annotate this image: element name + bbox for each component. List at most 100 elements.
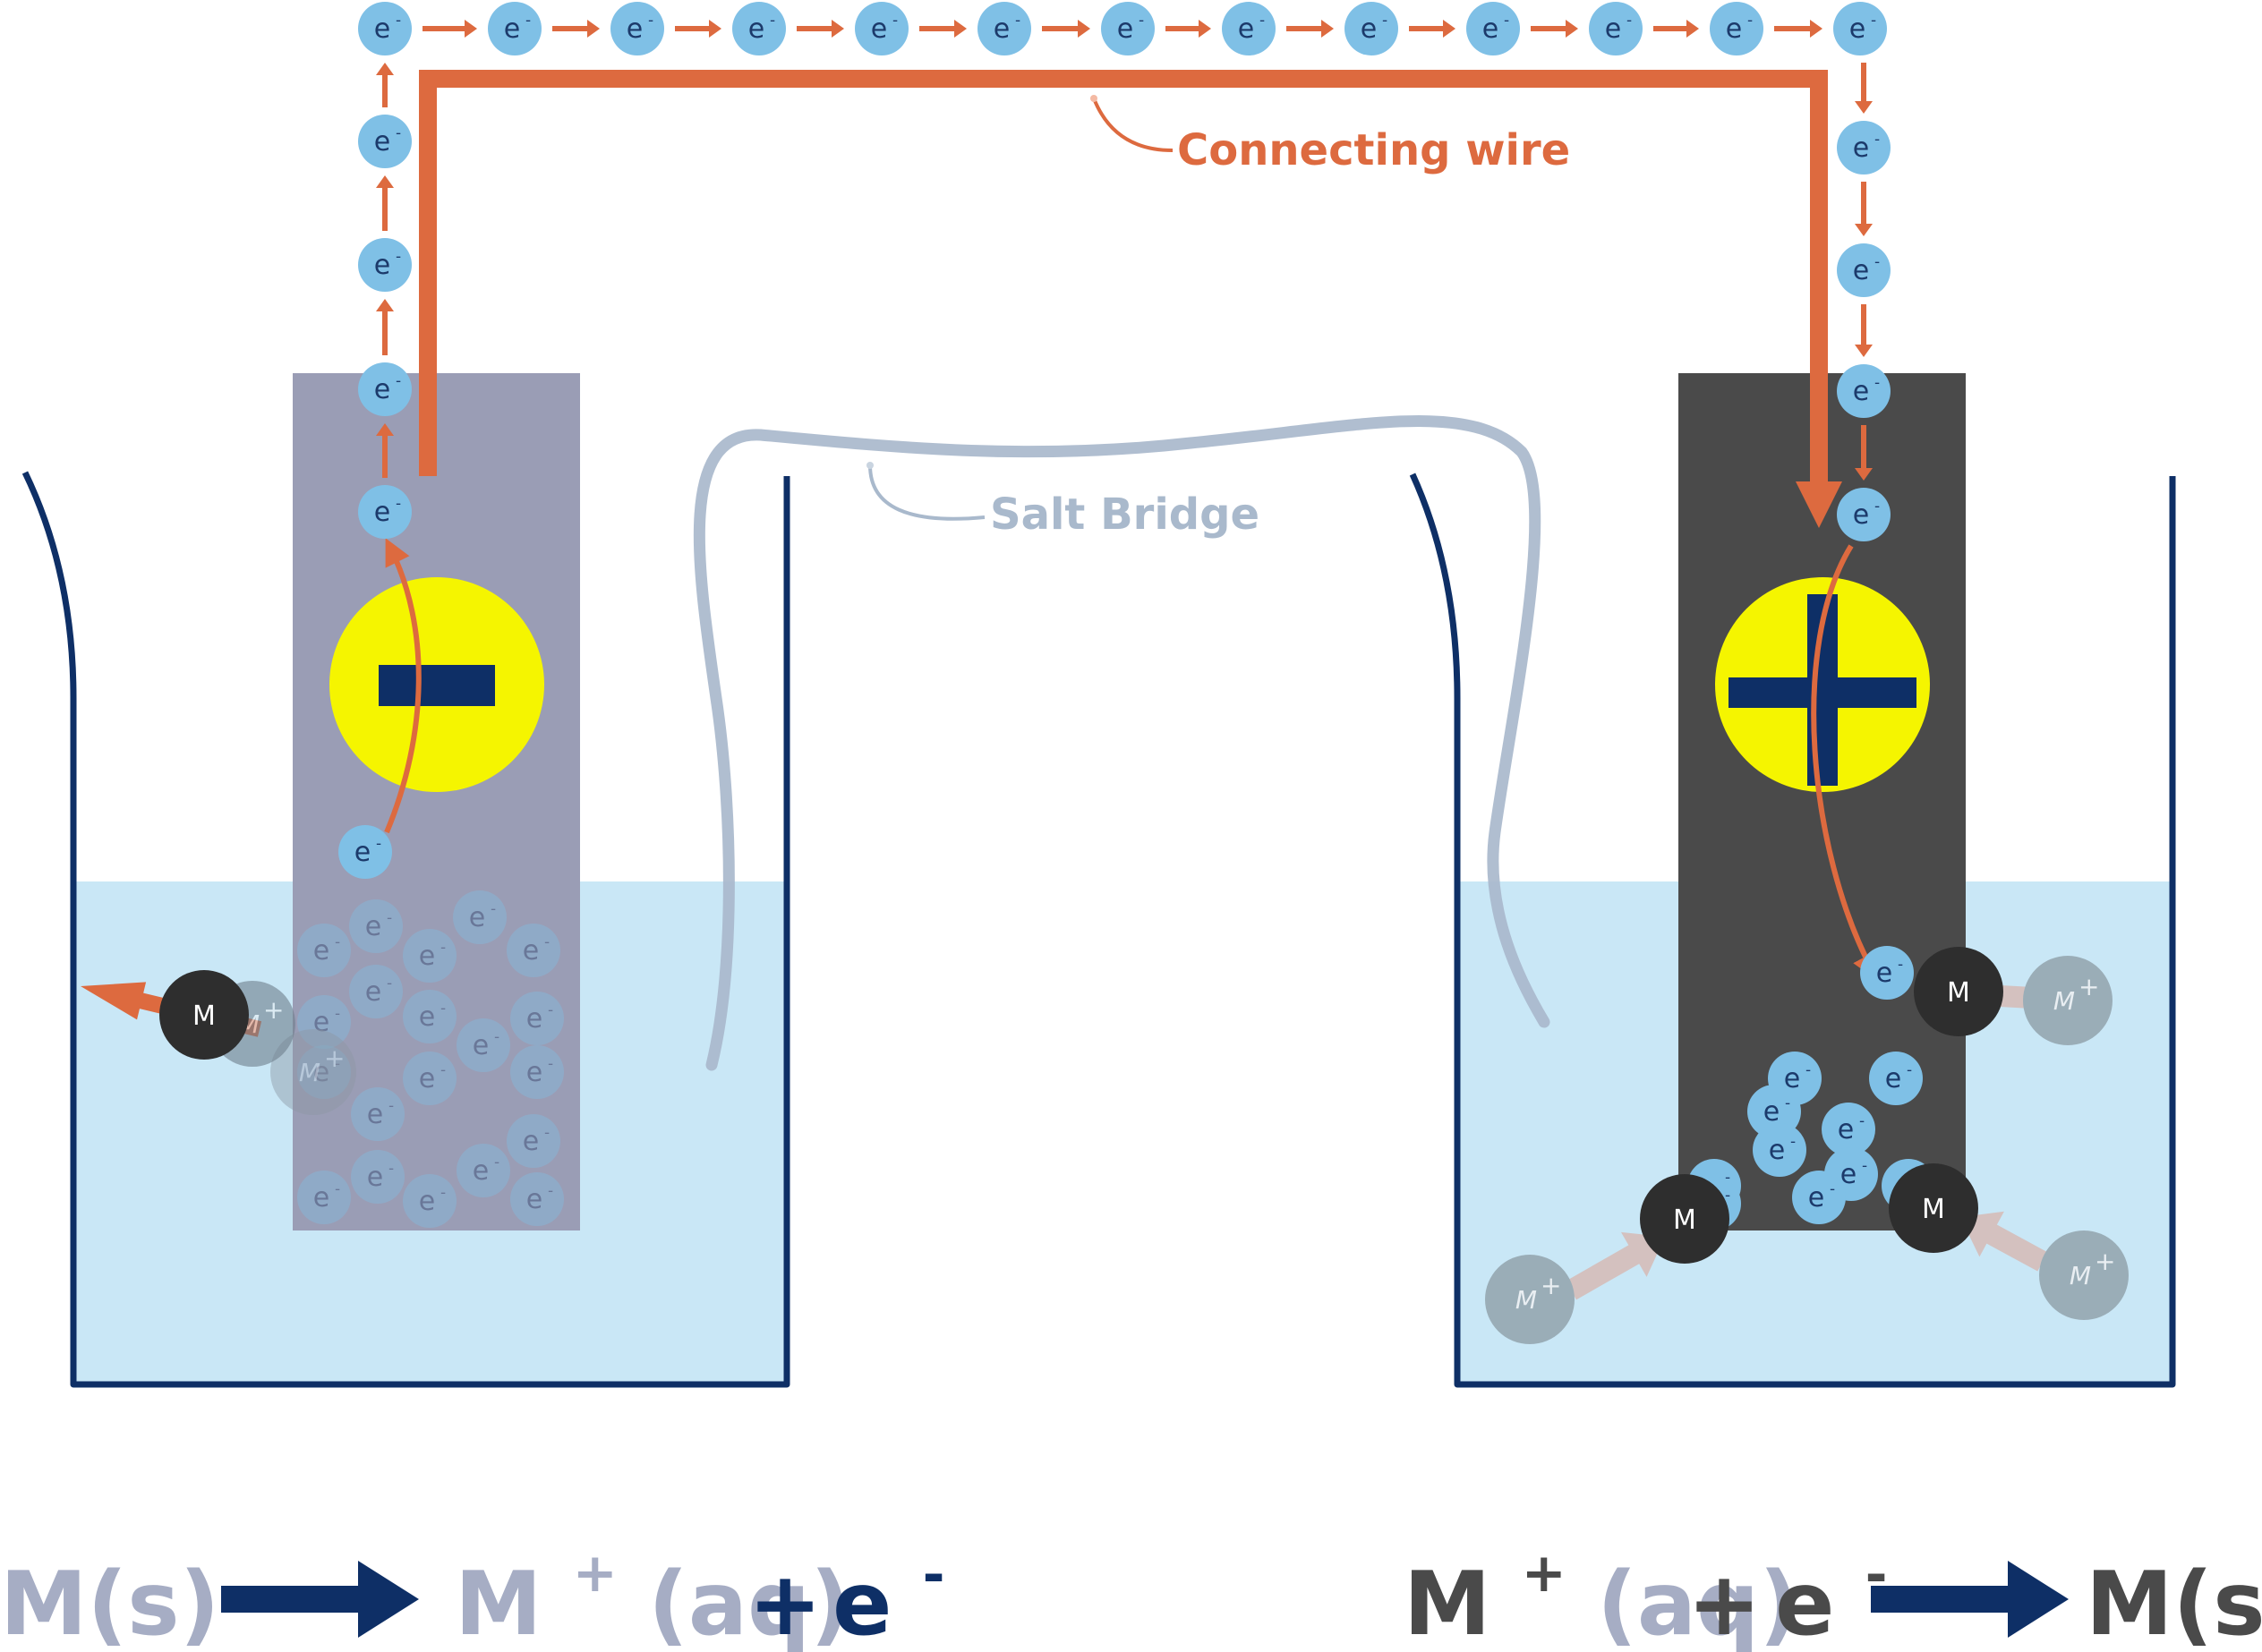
electron-charge: -: [548, 1055, 553, 1073]
electron-label: e: [627, 13, 643, 45]
ion-arrival-arrow: [1566, 1231, 1665, 1300]
electron-label: e: [526, 1057, 542, 1088]
electron-label: e: [469, 902, 485, 933]
electron-charge: -: [648, 12, 653, 30]
arriving-metal-ion: M+: [1485, 1255, 1575, 1344]
electron-circle: [1837, 488, 1891, 541]
electron-circle: [610, 2, 664, 55]
metal-atom-label: M: [192, 1001, 216, 1032]
electron-circle: [297, 1171, 351, 1224]
electron-label: e: [354, 837, 371, 868]
electron-label: e: [523, 1126, 539, 1157]
wire-electron: e-: [1101, 2, 1155, 55]
ion-arrival-arrow: [1960, 1211, 2048, 1272]
right-arrow-icon: [221, 1561, 419, 1638]
wire-electron: e-: [1222, 2, 1276, 55]
electron-circle: [358, 115, 412, 168]
wire-arrowhead: [1796, 481, 1842, 528]
metal-atom-circle: [1914, 947, 2003, 1036]
electron-charge: -: [548, 1182, 553, 1200]
small-arrow-icon: [1286, 20, 1334, 38]
electron-charge: -: [335, 1005, 340, 1023]
electron-label: e: [1853, 499, 1869, 531]
electron-circle: [1101, 2, 1155, 55]
wire-electron: e-: [358, 2, 412, 55]
electron-label: e: [1808, 1182, 1824, 1213]
anode-sea-electron: e-: [403, 1052, 457, 1105]
anode-sea-electron: e-: [349, 965, 403, 1018]
electron-charge: -: [440, 939, 446, 957]
electron-circle: [403, 990, 457, 1043]
metal-ion-label: M: [2070, 1261, 2091, 1290]
eq-left-product-state: (aq): [648, 1554, 850, 1652]
electron-charge: -: [1790, 1133, 1796, 1151]
small-arrow-icon: [1165, 20, 1211, 38]
arriving-metal-ion: M+: [2023, 956, 2113, 1045]
small-arrow-icon: [1855, 63, 1873, 114]
electron-circle: [358, 238, 412, 292]
electron-label: e: [313, 1182, 329, 1213]
electron-flow: e-e-e-e-e-e-e-e-e-e-e-e-e-e-e-e-e-e-e-e-…: [338, 2, 1935, 1230]
small-arrow-icon: [1855, 304, 1873, 357]
electron-circle: [1589, 2, 1643, 55]
electron-flow-arrows: [376, 20, 1873, 481]
eq-left-electron-charge: -: [923, 1544, 945, 1606]
electron-label: e: [526, 1184, 542, 1215]
metal-atom-circle: [1640, 1174, 1729, 1264]
electron-label: e: [374, 374, 390, 405]
eq-right-product: M(s): [2086, 1554, 2262, 1652]
metal-ion-label: M: [299, 1058, 320, 1087]
metal-ion-circle: [270, 1029, 356, 1115]
small-arrow-icon: [1855, 425, 1873, 481]
electron-circle: [403, 1174, 457, 1228]
electron-circle: [1753, 1123, 1806, 1177]
electron-circle: [403, 929, 457, 983]
electron-label: e: [994, 13, 1010, 45]
metal-atom-label: M: [1922, 1194, 1945, 1225]
electron-label: e: [1117, 13, 1133, 45]
cathode-electron: e-: [1792, 1171, 1846, 1224]
right-arrow-icon: [1871, 1561, 2069, 1638]
electron-circle: [507, 924, 560, 977]
eq-right-plus: +: [1687, 1554, 1761, 1652]
metal-ion-label: M: [1515, 1285, 1537, 1315]
anode-electron-path: [384, 538, 422, 834]
electron-circle: [1833, 2, 1887, 55]
electron-label: e: [1885, 1063, 1901, 1094]
electron-charge: -: [1874, 374, 1880, 392]
electron-label: e: [374, 13, 390, 45]
eq-left-product-species: M: [455, 1554, 542, 1652]
electron-label: e: [871, 13, 887, 45]
eq-right-electron: e -: [1775, 1544, 1888, 1652]
electron-label: e: [473, 1155, 489, 1187]
wire-electron: e-: [1837, 243, 1891, 297]
wire-electron: e-: [1466, 2, 1520, 55]
electron-circle: [1822, 1103, 1875, 1156]
metal-ion-circle: [1485, 1255, 1575, 1344]
electron-charge: -: [335, 1180, 340, 1198]
anode-sea-electron: e-: [457, 1144, 510, 1197]
cathode-electron: e-: [1860, 946, 1914, 1000]
small-arrow-icon: [1653, 20, 1699, 38]
wire-electron: e-: [855, 2, 909, 55]
electron-charge: -: [1747, 12, 1753, 30]
electron-label: e: [1838, 1114, 1854, 1145]
eq-left-product-charge: +: [573, 1542, 618, 1605]
electron-charge: -: [440, 1184, 446, 1202]
electron-circle: [510, 1172, 564, 1226]
electron-circle: [1466, 2, 1520, 55]
electron-circle: [1344, 2, 1398, 55]
wire-electron: e-: [610, 2, 664, 55]
electron-label: e: [374, 497, 390, 528]
electron-charge: -: [396, 372, 401, 390]
electron-charge: -: [387, 975, 392, 992]
electron-label: e: [365, 911, 381, 942]
cathode-electron: e-: [1869, 1052, 1923, 1105]
small-arrow-icon: [376, 175, 394, 231]
electron-label: e: [419, 941, 435, 972]
electron-circle: [358, 485, 412, 539]
salt-bridge-leader: [868, 464, 986, 521]
electron-charge: -: [770, 12, 775, 30]
cathode-electron-path: [1811, 544, 1878, 981]
electron-circle: [507, 1114, 560, 1168]
